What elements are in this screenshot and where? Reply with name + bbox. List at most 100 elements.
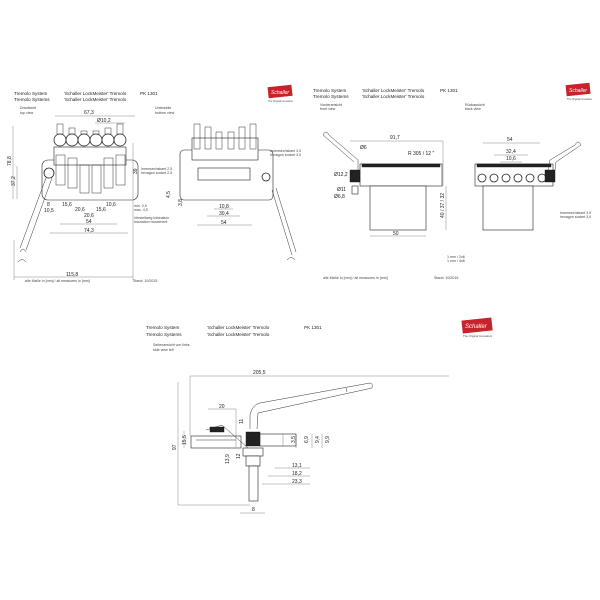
title-system: Tremolo System (313, 88, 346, 93)
dim-label: 3,5 (291, 436, 297, 443)
dim-label: 10,6 (506, 156, 516, 162)
dim-label: 13,1 (292, 463, 302, 469)
units-note: alle Maße in [mm] / all measures in [mm] (25, 279, 90, 283)
hex-note: hexagon socket 2,5 (141, 171, 172, 175)
spec-note: 1 mm / 4x6 (447, 259, 465, 263)
sheet-side-view: Tremolo System Tremolo Systems 'Schaller… (146, 317, 493, 514)
title-product-2: 'Schaller LockMeister' Tremolo (362, 94, 425, 99)
dim-label: 6,9 (304, 436, 310, 443)
view-label: Unterseite (155, 106, 171, 110)
view-label: Draufsicht (20, 106, 36, 110)
dim-label: 67,3 (84, 110, 94, 116)
title-systems: Tremolo Systems (313, 94, 349, 99)
dim-label: 74,3 (84, 228, 94, 234)
dim-label: 9,9 (325, 436, 331, 443)
schaller-logo: Schaller The Original Innovators (267, 84, 294, 103)
dim-label: 4,5 (166, 191, 172, 198)
dim-label: 15,5 (182, 435, 188, 445)
dim-label: 13,9 (225, 454, 231, 464)
bridge-side-view (190, 382, 373, 502)
title-system: Tremolo System (14, 91, 47, 96)
title-systems: Tremolo Systems (14, 97, 50, 102)
dim-label: 50 (393, 231, 399, 237)
dim-label: 23,3 (292, 479, 302, 485)
date-stamp: Stand: 10/2015 (434, 276, 458, 280)
view-label: Vorderansicht (320, 103, 342, 107)
dim-label: 20,6 (75, 207, 85, 213)
bridge-top-view (17, 123, 139, 263)
title-product: 'Schaller LockMeister' Tremolo (64, 91, 127, 96)
dim-label: 32,4 (506, 149, 516, 155)
dim-label: Ø6 (360, 145, 367, 151)
hex-note: Innensechskant 3,0 (560, 211, 591, 215)
sheet-front-back-view: Tremolo System Tremolo Systems 'Schaller… (313, 82, 593, 280)
dim-label: Ø6,8 (334, 194, 345, 200)
svg-text:Schaller: Schaller (569, 88, 587, 94)
units-note: alle Maße in [mm] / all measures in [mm] (323, 276, 388, 280)
sheet-top-bottom-view: Tremolo System Tremolo Systems 'Schaller… (7, 84, 301, 283)
date-stamp: Stand: 10/2015 (133, 279, 157, 283)
dim-note: max. 4,5 (134, 208, 148, 212)
hex-note: hexagon socket 3,0 (270, 153, 301, 157)
dim-label: 15,6 (96, 207, 106, 213)
dim-label: 20,6 (84, 213, 94, 219)
title-product-2: 'Schaller LockMeister' Tremolo (64, 97, 127, 102)
dim-label: 54 (86, 219, 92, 225)
title-systems: Tremolo Systems (146, 332, 182, 337)
dim-label: 15,6 (62, 202, 72, 208)
view-label: front view (320, 107, 336, 111)
view-label: back view (465, 107, 481, 111)
part-number: PK 1301 (140, 91, 158, 96)
dim-label: Ø11 (337, 187, 346, 193)
hex-note: hexagon socket 3,0 (560, 215, 591, 219)
dim-label: 18,2 (292, 471, 302, 477)
title-product: 'Schaller LockMeister' Tremolo (362, 88, 425, 93)
dim-label: 39 (133, 168, 139, 174)
dim-label: 205,5 (253, 370, 266, 376)
svg-text:The Original Innovators: The Original Innovators (463, 334, 493, 338)
dim-label: 10,6 (106, 202, 116, 208)
dim-label: 3,8 (178, 199, 184, 206)
dimension-lines (12, 115, 135, 280)
dim-label: 54 (507, 137, 513, 143)
dim-label: 8 (252, 507, 255, 513)
title-product: 'Schaller LockMeister' Tremolo (207, 325, 270, 330)
spec-note: 1 mm / 2x6 (447, 255, 465, 259)
dim-label: 30,4 (219, 211, 229, 217)
hex-note: Innensechskant 3,0 (270, 149, 301, 153)
intonation-note: Verstellweg Intonation (134, 216, 169, 220)
dim-label: 54 (221, 220, 227, 226)
dim-label: 10,8 (219, 204, 229, 210)
bridge-bottom-view (179, 123, 297, 261)
dim-label: 91,7 (390, 135, 400, 141)
dim-label: R 305 / 12 " (408, 151, 434, 157)
dim-label: 97 (172, 444, 178, 450)
dim-label: 9,4 (315, 436, 321, 443)
dim-label: 8 (47, 202, 50, 208)
svg-text:The Original Innovators: The Original Innovators (268, 100, 294, 103)
dim-label: 115,8 (66, 272, 78, 278)
svg-text:Schaller: Schaller (271, 90, 289, 96)
view-label: Rückansicht (465, 103, 485, 107)
dim-label: 40 / 37 / 32 (440, 193, 446, 218)
svg-text:Schaller: Schaller (465, 324, 488, 330)
dimension-lines (177, 375, 449, 514)
view-label: side view left (153, 348, 174, 352)
part-number: PK 1301 (440, 88, 458, 93)
part-number: PK 1301 (304, 325, 322, 330)
bridge-front-view (322, 131, 443, 231)
hex-note: Innensechskant 2,5 (141, 167, 172, 171)
dim-label: Ø12,2 (334, 172, 348, 178)
schaller-logo: Schaller The Original Innovators (565, 82, 593, 101)
schaller-logo: Schaller The Original Innovators (461, 317, 493, 338)
bridge-back-view (474, 141, 582, 231)
title-product-2: 'Schaller LockMeister' Tremolo (207, 332, 270, 337)
view-label: bottom view (155, 111, 175, 115)
title-system: Tremolo System (146, 325, 179, 330)
dim-label: 12 (236, 453, 242, 459)
dim-label: 11 (239, 419, 245, 424)
dim-label: 37,2 (11, 176, 17, 186)
view-label: top view (20, 111, 34, 115)
